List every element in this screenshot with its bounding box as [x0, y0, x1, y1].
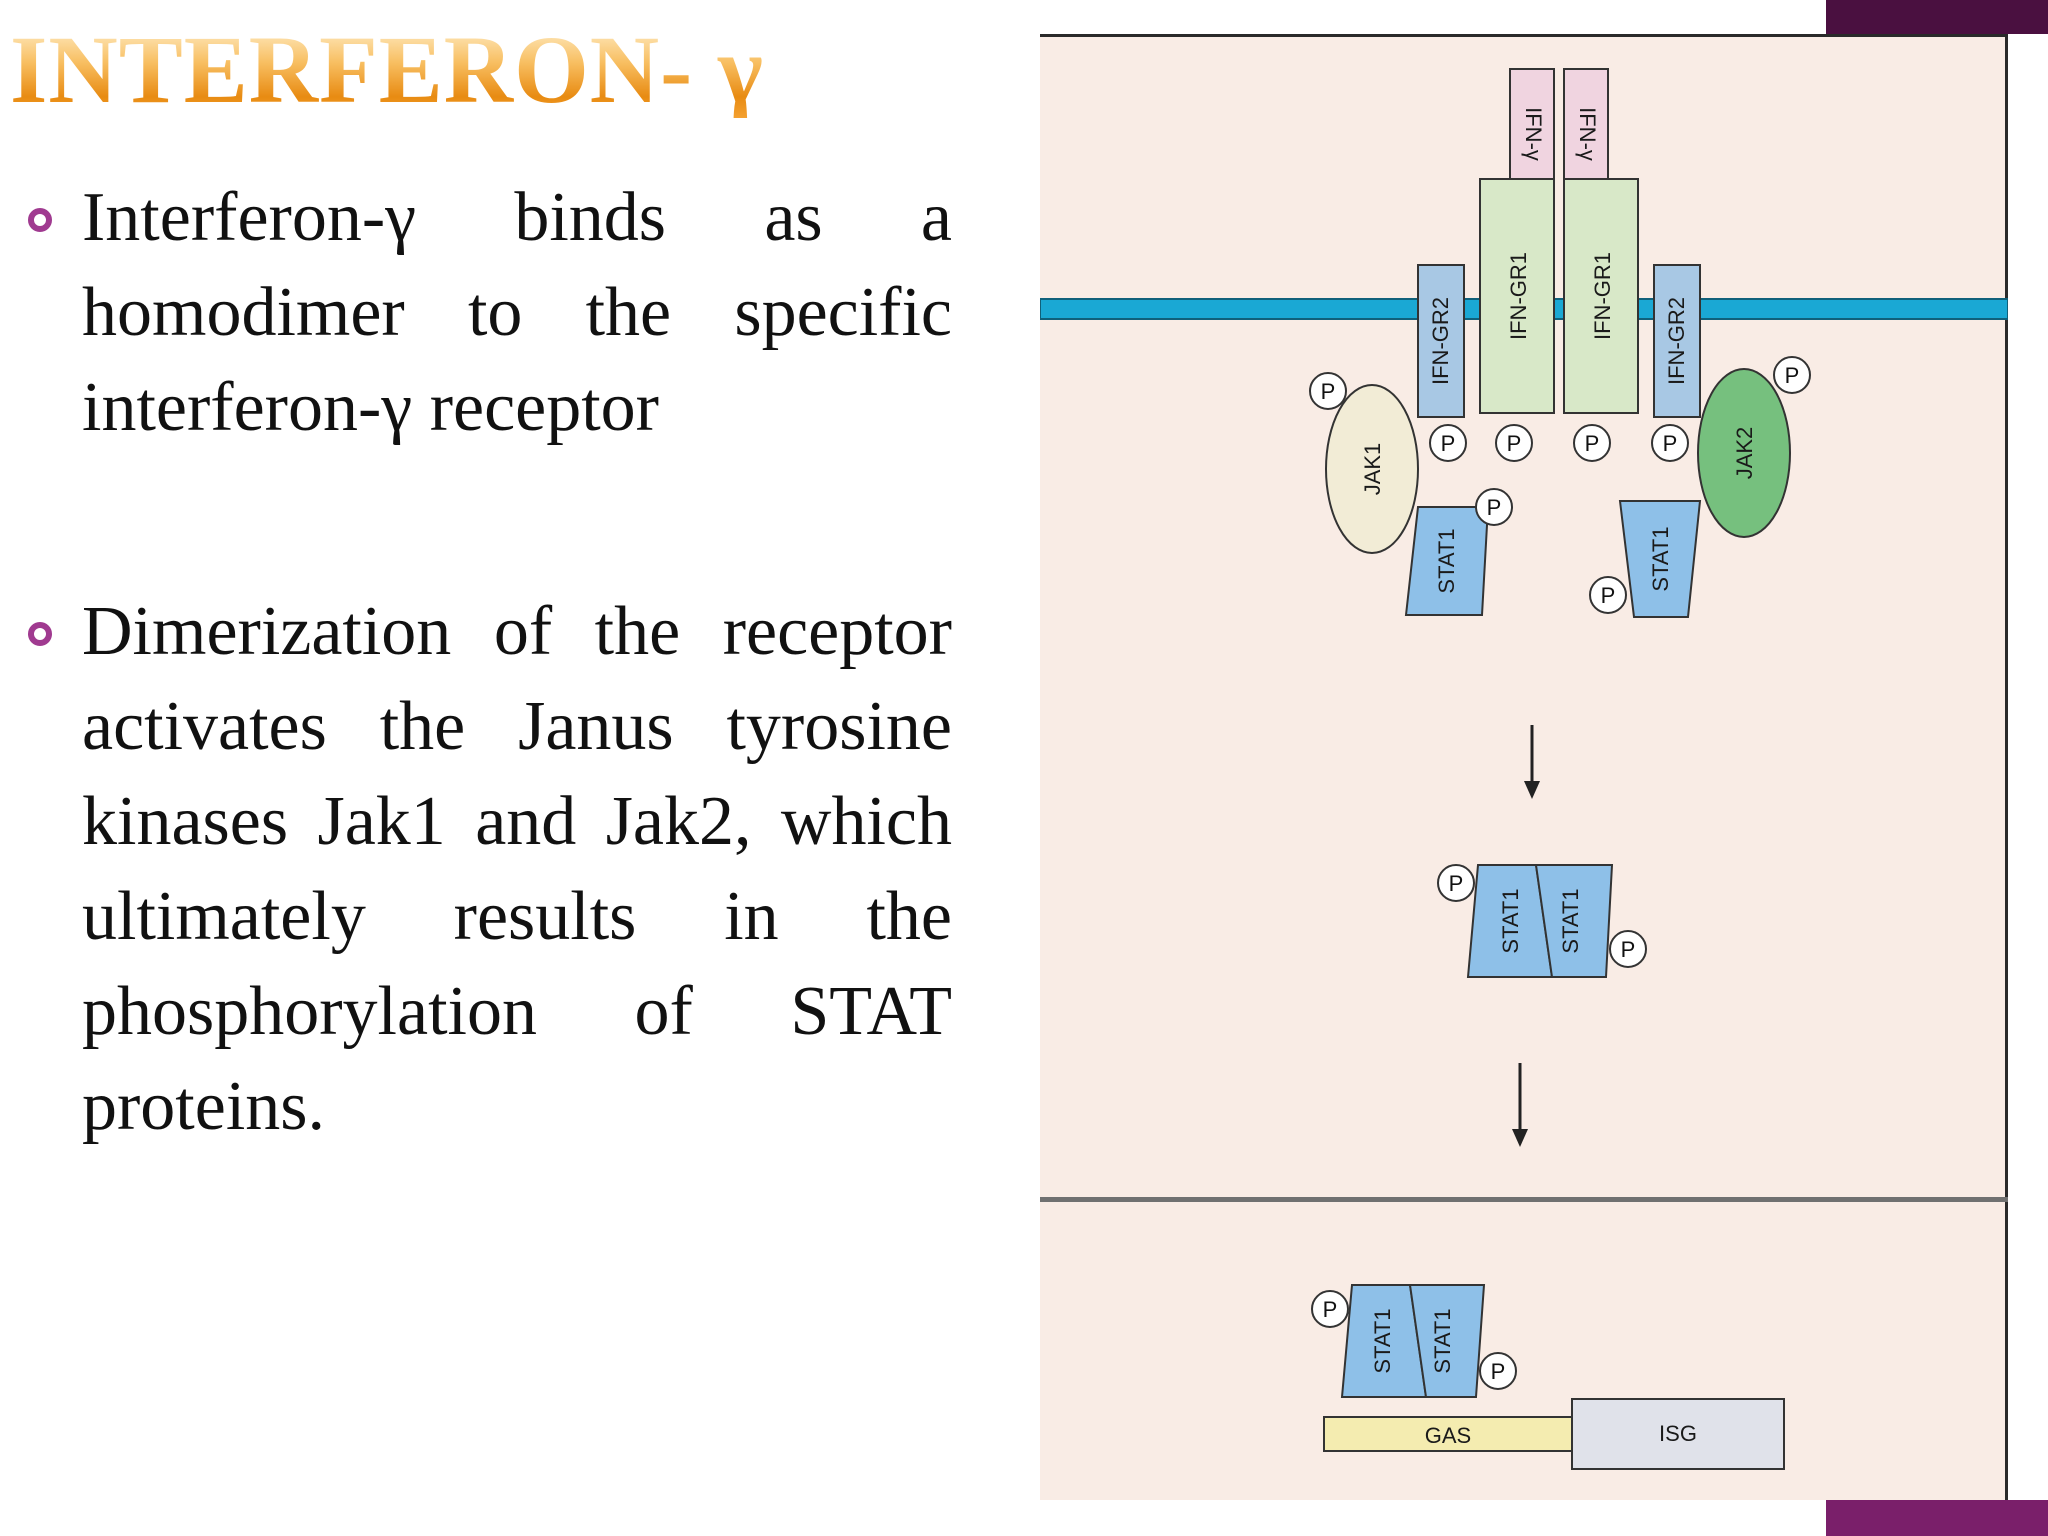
phospho-circle: P [1773, 356, 1811, 394]
slide-title: INTERFERON- γ [10, 16, 764, 123]
isg-label: ISG [1659, 1421, 1697, 1446]
ifn-gr2-right [1653, 264, 1701, 418]
ifn-gr1-label-left: IFN-GR1 [1506, 252, 1531, 340]
svg-text:P: P [1321, 379, 1336, 404]
phospho-circle: P [1479, 1352, 1517, 1390]
stat1-nuclear-label-left: STAT1 [1370, 1308, 1395, 1373]
svg-text:P: P [1785, 363, 1800, 388]
jak1-shape [1325, 384, 1419, 554]
svg-text:P: P [1491, 1359, 1506, 1384]
stat1-dimer-label-left: STAT1 [1498, 888, 1523, 953]
stat1-dimer-right [1534, 864, 1614, 978]
svg-text:P: P [1487, 495, 1502, 520]
ifn-gamma-label-left: IFN-γ [1521, 107, 1546, 161]
phospho-circle: P [1609, 930, 1647, 968]
ifn-gamma-box-left [1509, 68, 1555, 200]
jak2-label: JAK2 [1732, 427, 1757, 480]
phospho-circle: P [1573, 424, 1611, 462]
stat1-nuclear-right [1408, 1284, 1486, 1398]
stat1-left [1404, 506, 1490, 616]
stat1-nuclear-label-right: STAT1 [1430, 1308, 1455, 1373]
svg-text:P: P [1507, 431, 1522, 456]
accent-bar-bottom [1826, 1500, 2048, 1536]
phospho-circle: P [1651, 424, 1689, 462]
stat1-right [1618, 500, 1702, 618]
svg-text:P: P [1441, 431, 1456, 456]
ifn-gamma-box-right [1563, 68, 1609, 200]
phospho-circle: P [1311, 1290, 1349, 1328]
stat1-label-left: STAT1 [1434, 528, 1459, 593]
svg-text:P: P [1663, 431, 1678, 456]
jak2-shape [1697, 368, 1791, 538]
phospho-circle: P [1309, 372, 1347, 410]
ifn-gamma-signaling-diagram: IFN-γ IFN-γ IFN-GR1 IFN-GR1 IFN-GR2 IFN-… [1040, 34, 2008, 1500]
bullet-text-1: Interferon-γ binds as a homodimer to the… [82, 179, 952, 446]
ifn-gamma-label-right: IFN-γ [1575, 107, 1600, 161]
arrow-down-icon [1524, 725, 1540, 799]
svg-text:P: P [1323, 1297, 1338, 1322]
ifn-gr2-left [1417, 264, 1465, 418]
stat1-dimer-label-right: STAT1 [1558, 888, 1583, 953]
nuclear-membrane [1040, 1197, 2008, 1202]
svg-text:P: P [1449, 871, 1464, 896]
phospho-circle: P [1495, 424, 1533, 462]
ifn-gr2-label-right: IFN-GR2 [1664, 297, 1689, 385]
arrow-down-icon [1512, 1063, 1528, 1147]
stat1-label-right: STAT1 [1648, 526, 1673, 591]
isg-gene [1571, 1398, 1785, 1470]
diagram-canvas: IFN-γ IFN-γ IFN-GR1 IFN-GR1 IFN-GR2 IFN-… [1040, 68, 2008, 1470]
ifn-gr1-label-right: IFN-GR1 [1590, 252, 1615, 340]
ifn-gr2-label-left: IFN-GR2 [1428, 297, 1453, 385]
bullet-icon [28, 622, 52, 646]
gas-label: GAS [1425, 1423, 1471, 1448]
bullet-text-2: Dimerization of the receptor activates t… [82, 593, 952, 1145]
svg-text:P: P [1585, 431, 1600, 456]
ifn-gr1-right [1563, 178, 1639, 414]
accent-bar-top [1826, 0, 2048, 34]
phospho-circle: P [1437, 864, 1475, 902]
bullet-icon [28, 208, 52, 232]
phospho-circle: P [1589, 576, 1627, 614]
svg-text:P: P [1601, 583, 1616, 608]
phospho-circle: P [1475, 488, 1513, 526]
jak1-label: JAK1 [1360, 443, 1385, 496]
ifn-gr1-left [1479, 178, 1555, 414]
svg-text:P: P [1621, 937, 1636, 962]
phospho-circle: P [1429, 424, 1467, 462]
